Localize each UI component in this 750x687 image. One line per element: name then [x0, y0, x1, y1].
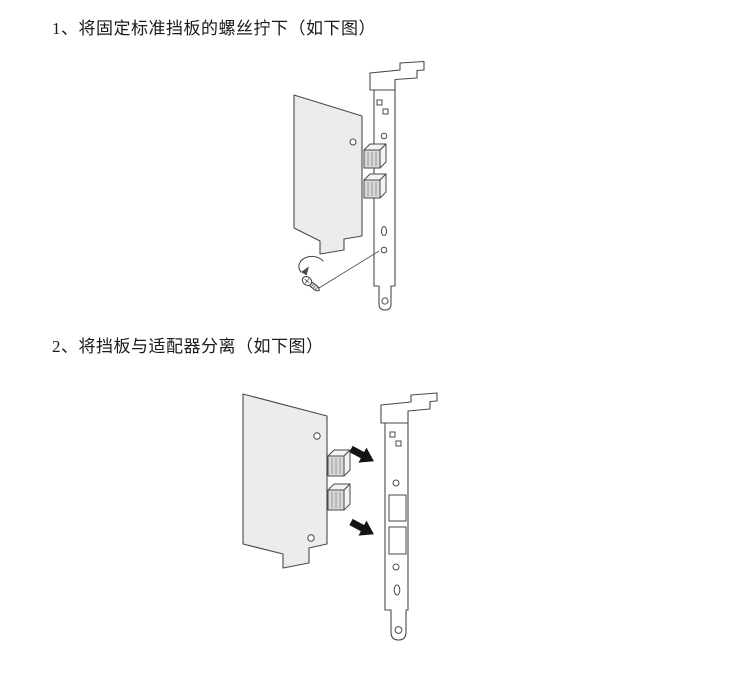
separation-arrows: [349, 445, 374, 536]
bracket-top-tab: [369, 60, 425, 91]
bracket-mark-square: [389, 431, 396, 438]
bracket-screw-hole: [380, 246, 388, 254]
bracket-port-cutout: [388, 526, 407, 555]
step-1-figure: [278, 60, 448, 323]
bracket-mark-square: [376, 99, 383, 106]
card-screw-hole: [307, 534, 315, 542]
step-1-label: 1、将固定标准挡板的螺丝拧下（如下图）: [52, 19, 376, 38]
bracket-led-hole: [392, 479, 400, 487]
rotation-arrowhead: [301, 266, 309, 276]
adapter-card-drawing: [293, 94, 363, 255]
bracket-tab-hole: [394, 626, 403, 634]
separation-arrow-icon: [349, 518, 374, 536]
bracket-tab-hole: [381, 297, 389, 305]
screw-and-rotation-arrow: [298, 250, 380, 292]
card-screw-hole: [349, 138, 357, 146]
card-screw-hole: [313, 432, 321, 440]
bracket-mark-square: [395, 440, 402, 447]
bracket-mark-square: [382, 108, 389, 115]
rotation-arrow-icon: [298, 255, 324, 273]
bracket-slot-hole: [380, 226, 388, 236]
bracket-top-tab: [380, 392, 438, 424]
leader-line: [318, 250, 380, 289]
bracket-slot-hole: [393, 584, 401, 596]
step-2-illustration: [242, 392, 438, 641]
step-1-illustration: [293, 60, 425, 311]
bracket-led-hole: [380, 132, 388, 140]
step-2-figure: [225, 386, 445, 659]
bracket-led-hole: [392, 563, 400, 571]
step-2-label: 2、将挡板与适配器分离（如下图）: [52, 337, 324, 356]
bracket-port-cutout: [388, 494, 407, 522]
bracket-drawing: [380, 392, 438, 641]
port-connectors: [327, 449, 351, 511]
screw-icon: [301, 276, 320, 292]
adapter-card-drawing: [242, 393, 328, 569]
separation-arrow-icon: [349, 445, 374, 463]
port-connectors: [363, 143, 387, 199]
